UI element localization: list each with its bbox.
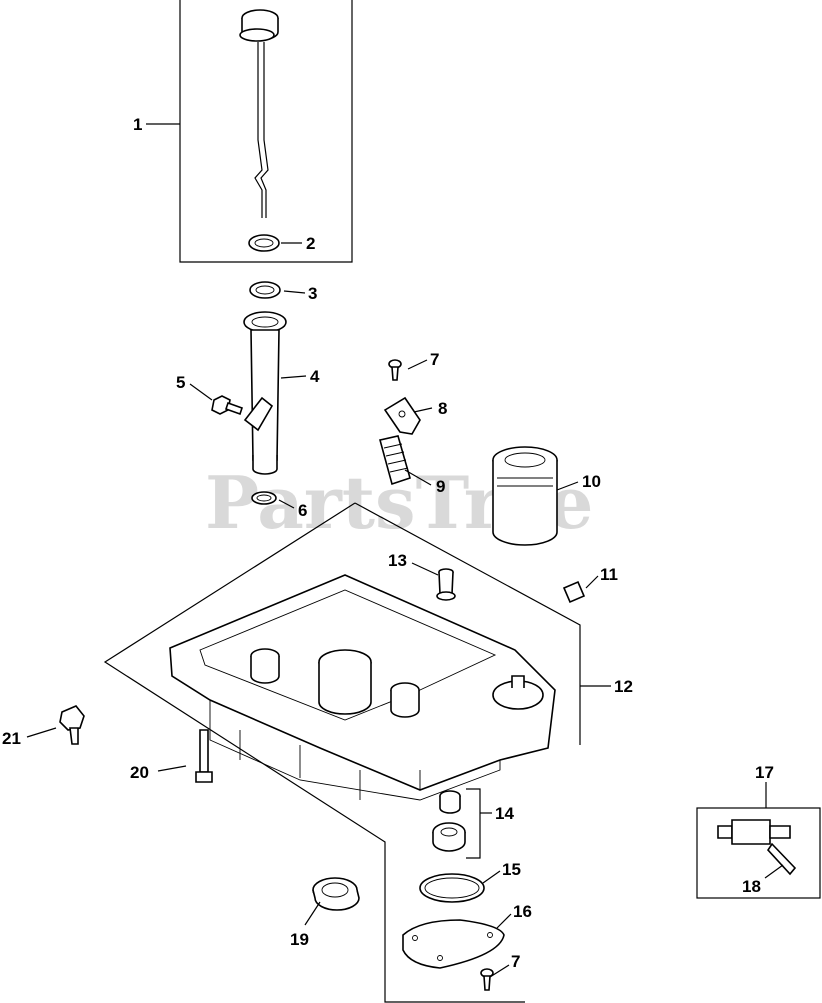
callout-15: 15 [502, 860, 521, 879]
bolt-20-part [195, 729, 213, 783]
leader-lines [26, 123, 784, 978]
callout-12: 12 [614, 677, 633, 696]
pin-13-part [436, 568, 456, 601]
callout-7-lower: 7 [511, 952, 520, 971]
callout-7: 7 [430, 350, 439, 369]
callout-1: 1 [133, 115, 142, 134]
plug-11-part [562, 580, 586, 604]
callout-4: 4 [310, 367, 320, 386]
oil-pan-12-part [169, 574, 556, 801]
oil-pump-group-bracket [466, 788, 481, 859]
breather-17-part [717, 819, 797, 876]
dipstick-part [239, 9, 279, 218]
callout-2: 2 [306, 234, 315, 253]
callout-10: 10 [582, 472, 601, 491]
oil-pan-group-frame [103, 502, 581, 1003]
callout-21: 21 [2, 729, 21, 748]
callout-13: 13 [388, 551, 407, 570]
oring-2-part [248, 234, 280, 252]
oring-3-part [249, 281, 281, 299]
callout-8: 8 [438, 399, 447, 418]
oring-15-part [419, 873, 485, 903]
screw-7b-part [480, 968, 494, 991]
callout-17: 17 [755, 763, 774, 782]
callout-14: 14 [495, 804, 514, 823]
callout-5: 5 [176, 373, 185, 392]
callout-3: 3 [308, 284, 317, 303]
pump-gears-14-part [432, 790, 466, 852]
oil-filter-10-part [492, 446, 558, 546]
callout-6: 6 [298, 501, 307, 520]
sensor-21-part [59, 705, 85, 745]
callout-18: 18 [742, 877, 761, 896]
screw-7-part [388, 359, 402, 381]
seal-19-part [312, 877, 360, 911]
callout-16: 16 [513, 902, 532, 921]
callout-11: 11 [600, 565, 618, 584]
dipstick-group-frame [179, 0, 353, 263]
screen-9-part [379, 435, 411, 486]
callout-19: 19 [290, 930, 309, 949]
callout-20: 20 [130, 763, 149, 782]
fill-tube-part [243, 311, 287, 475]
cover-16-part [402, 919, 505, 969]
breather-group-frame [696, 807, 821, 899]
bolt-5-part [211, 395, 244, 416]
oring-6-part [251, 491, 277, 505]
plate-8-part [383, 396, 421, 435]
callout-9: 9 [436, 477, 445, 496]
